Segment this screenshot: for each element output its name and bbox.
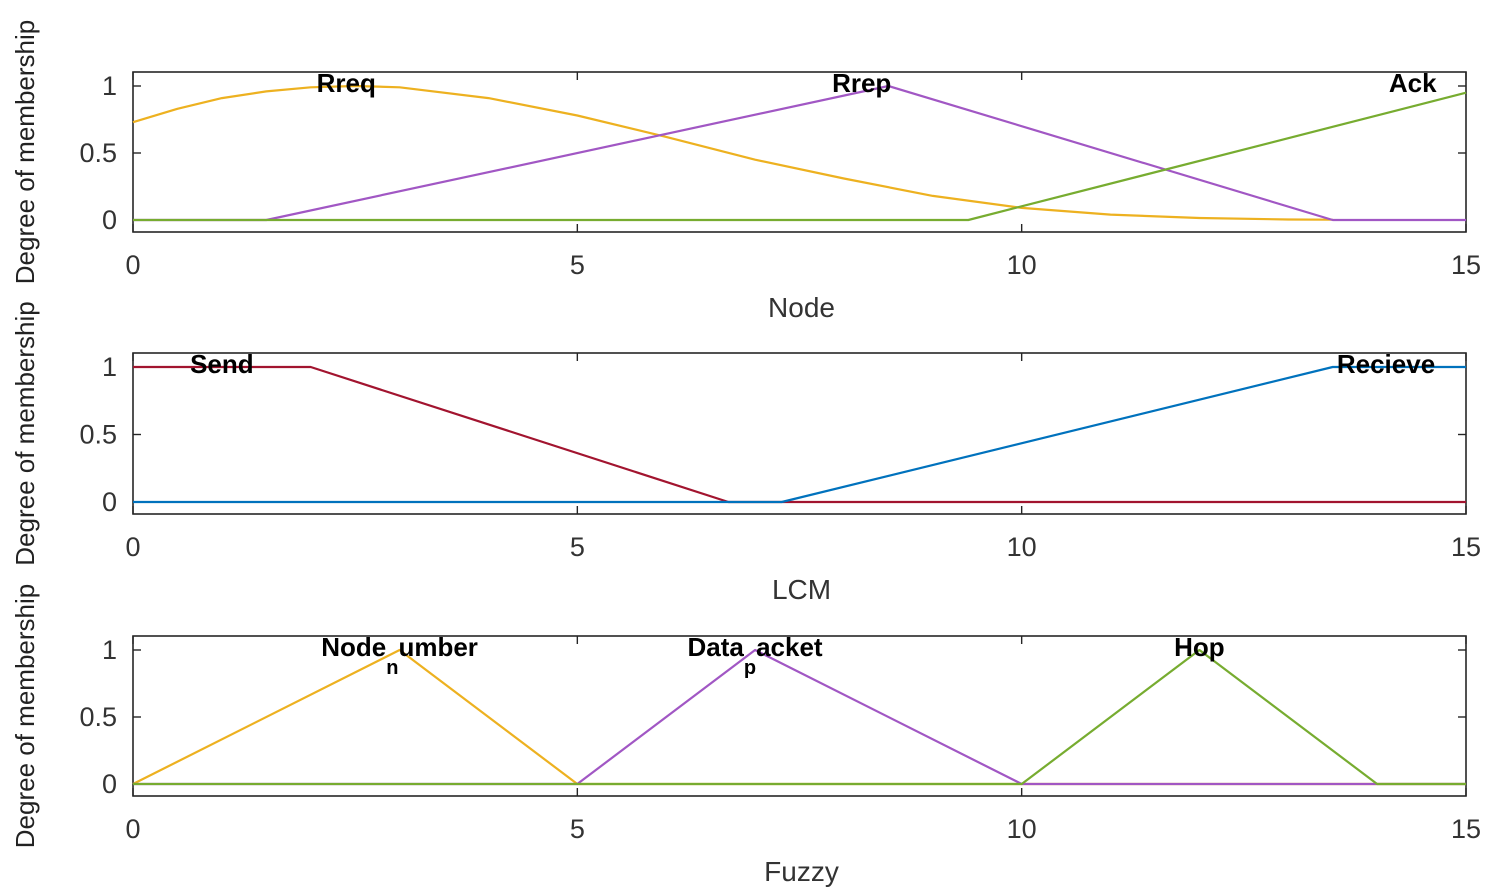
mf-label: Send [190,349,254,379]
series-line-recieve [133,365,1466,504]
x-tick-label: 10 [1007,250,1037,280]
x-tick-label: 15 [1451,532,1481,562]
y-tick-label: 0 [102,487,117,517]
x-axis-label: LCM [772,574,831,605]
x-tick-label: 15 [1451,814,1481,844]
x-tick-label: 0 [125,250,140,280]
x-tick-label: 15 [1451,250,1481,280]
mf-label: Ack [1389,68,1437,98]
y-axis-label: Degree of membership [10,20,40,284]
y-tick-label: 0.5 [79,702,117,732]
mf-label: Rreq [317,68,376,98]
axes-box-2 [132,352,1467,515]
x-tick-label: 10 [1007,532,1037,562]
y-tick-label: 0.5 [79,138,117,168]
x-axis-label: Node [768,292,835,323]
y-tick-label: 1 [102,352,117,382]
mf-label: Rrep [832,68,891,98]
series-line-ack [133,91,1467,222]
mf-label: Datapacket [688,632,823,679]
y-axis-label: Degree of membership [10,584,40,848]
series-line-rreq [132,84,1333,221]
x-tick-label: 5 [570,814,585,844]
series-line-hop [133,648,1466,786]
y-axis-label: Degree of membership [10,301,40,565]
x-tick-label: 0 [125,814,140,844]
mf-label: Recieve [1337,349,1435,379]
y-tick-label: 1 [102,635,117,665]
axes-box-3 [132,635,1467,797]
mf-label: Nodenumber [321,632,478,679]
mf-label: Hop [1174,632,1225,662]
x-tick-label: 5 [570,250,585,280]
y-tick-label: 1 [102,71,117,101]
y-tick-label: 0 [102,769,117,799]
axes-box-1 [132,71,1467,233]
x-tick-label: 5 [570,532,585,562]
x-tick-label: 0 [125,532,140,562]
x-axis-label: Fuzzy [764,856,839,887]
x-tick-label: 10 [1007,814,1037,844]
y-tick-label: 0 [102,205,117,235]
y-tick-label: 0.5 [79,420,117,450]
series-line-send [133,365,1466,504]
